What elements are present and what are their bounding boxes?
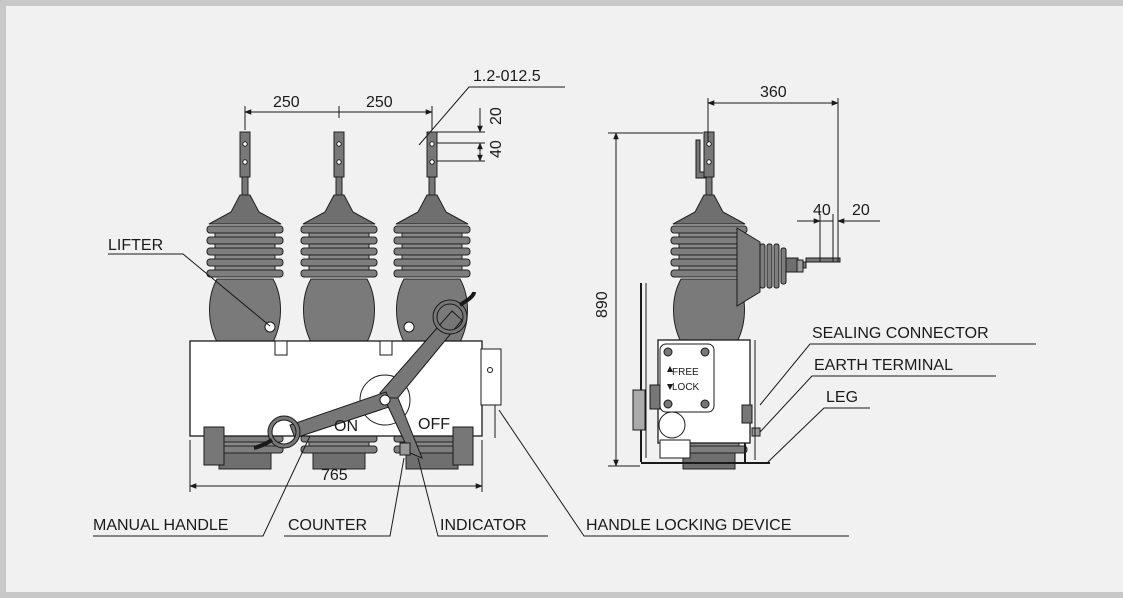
label-counter: COUNTER bbox=[288, 517, 367, 534]
dim-height: 890 bbox=[594, 291, 611, 318]
dim-hole: 1.2-012.5 bbox=[473, 68, 541, 85]
manual-handle bbox=[253, 291, 476, 459]
dim-terminal-top: 20 bbox=[488, 107, 505, 125]
leg-right bbox=[452, 426, 474, 466]
label-free: FREE bbox=[672, 367, 699, 378]
label-lock: LOCK bbox=[672, 382, 700, 393]
label-on: ON bbox=[334, 418, 358, 435]
side-dimensions: 360 890 40 20 bbox=[594, 84, 880, 467]
counter bbox=[399, 442, 411, 456]
front-view bbox=[189, 131, 502, 470]
side-bushing bbox=[736, 227, 841, 307]
label-earth-terminal: EARTH TERMINAL bbox=[814, 357, 953, 374]
side-callouts: SEALING CONNECTOR EARTH TERMINAL LEG bbox=[759, 325, 1036, 463]
label-off: OFF bbox=[418, 416, 450, 433]
dim-width: 765 bbox=[321, 467, 348, 484]
label-manual-handle: MANUAL HANDLE bbox=[93, 517, 228, 534]
dim-side-20: 20 bbox=[852, 202, 870, 219]
locking-device-box bbox=[480, 348, 502, 406]
front-callouts: LIFTER MANUAL HANDLE COUNTER INDICATOR H… bbox=[93, 237, 849, 537]
dim-depth: 360 bbox=[760, 84, 787, 101]
label-handle-locking-device: HANDLE LOCKING DEVICE bbox=[586, 517, 791, 534]
label-lifter: LIFTER bbox=[108, 237, 163, 254]
dim-terminal-gap: 40 bbox=[488, 140, 505, 158]
label-leg: LEG bbox=[826, 389, 858, 406]
dim-pitch-1: 250 bbox=[273, 94, 300, 111]
side-view: FREE LOCK bbox=[632, 131, 841, 470]
label-indicator: INDICATOR bbox=[440, 517, 527, 534]
dim-pitch-2: 250 bbox=[366, 94, 393, 111]
front-dimensions: 250 250 1.2-012.5 20 40 765 ON OFF bbox=[189, 68, 565, 492]
lock-plate bbox=[659, 343, 715, 413]
dim-side-40: 40 bbox=[813, 202, 831, 219]
leg-left bbox=[203, 426, 225, 466]
label-sealing-connector: SEALING CONNECTOR bbox=[812, 325, 989, 342]
